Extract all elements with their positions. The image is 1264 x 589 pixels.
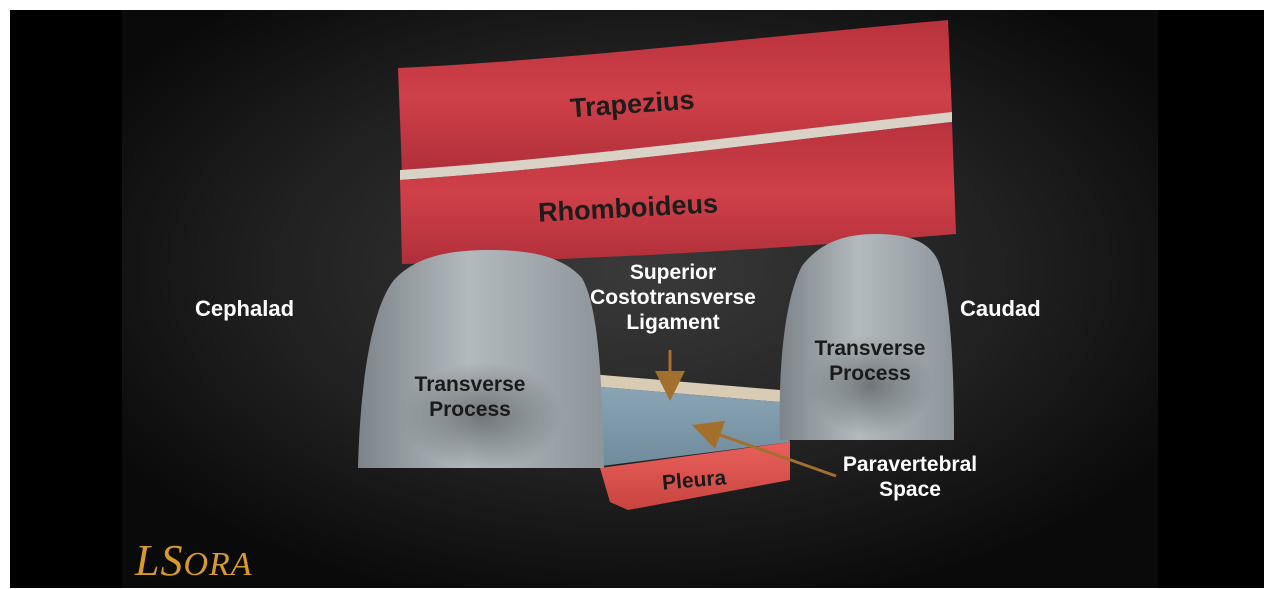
caudad-label: Caudad <box>960 296 1041 321</box>
pvs-line-1: Paravertebral <box>825 452 995 477</box>
tp-left-line-2: Process <box>395 397 545 422</box>
ultrasound-diagram: Trapezius Rhomboideus Cephalad Caudad Su… <box>10 10 1264 588</box>
logo-first: L <box>135 536 160 585</box>
sctl-line-3: Ligament <box>565 310 781 335</box>
cephalad-label: Cephalad <box>195 296 294 321</box>
tp-right-line-1: Transverse <box>795 336 945 361</box>
lsora-logo: LSORA <box>135 537 253 588</box>
superior-costotransverse-ligament-label: Superior Costotransverse Ligament <box>565 260 781 335</box>
tp-right-line-2: Process <box>795 361 945 386</box>
sctl-line-2: Costotransverse <box>565 285 781 310</box>
logo-rest: ORA <box>183 546 252 583</box>
sctl-line-1: Superior <box>565 260 781 285</box>
tp-left-line-1: Transverse <box>395 372 545 397</box>
pvs-line-2: Space <box>825 477 995 502</box>
logo-second: S <box>160 536 183 585</box>
left-transverse-process-label: Transverse Process <box>395 372 545 422</box>
right-transverse-process-label: Transverse Process <box>795 336 945 386</box>
paravertebral-space-label: Paravertebral Space <box>825 452 995 502</box>
